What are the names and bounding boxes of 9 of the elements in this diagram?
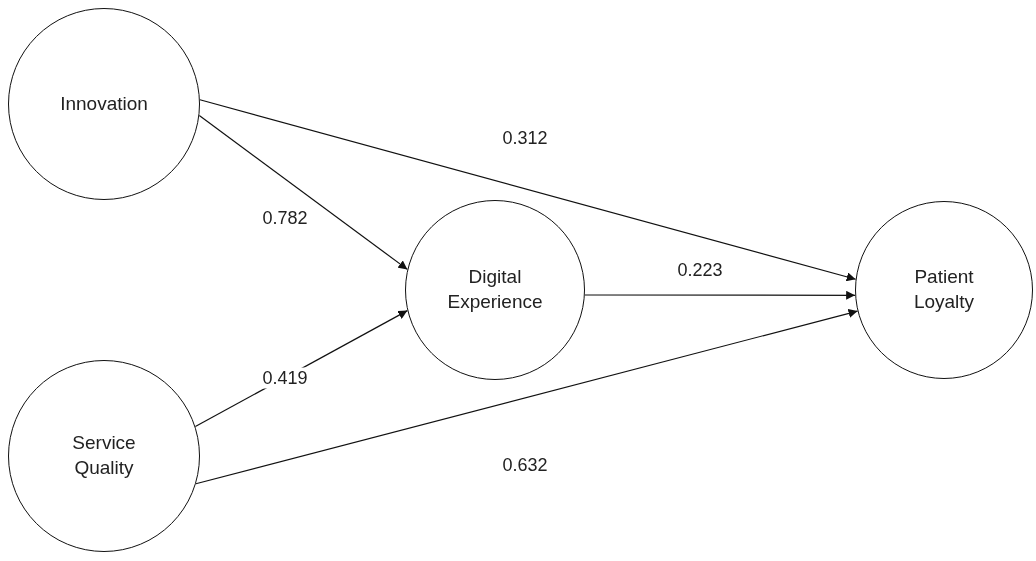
arrow [584, 290, 856, 300]
arrow [199, 99, 857, 282]
construct-label: Patient Loyalty [912, 265, 976, 314]
arrow [195, 309, 859, 485]
construct-label: Innovation [60, 91, 148, 116]
arrow [198, 114, 408, 270]
path-coefficient: 0.419 [260, 367, 310, 389]
construct-label: Digital Experience [446, 265, 544, 314]
construct-label: Service Quality [71, 431, 137, 480]
